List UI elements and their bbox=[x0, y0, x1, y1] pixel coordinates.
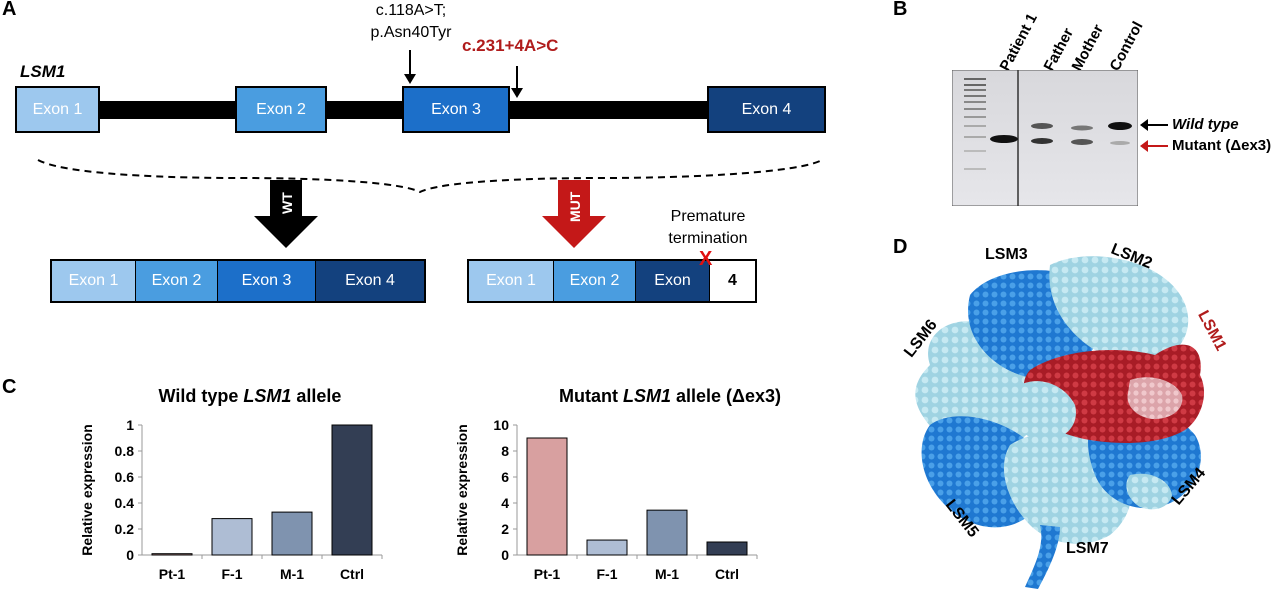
variant-1-annotation: c.118A>T; p.Asn40Tyr bbox=[370, 2, 452, 41]
x-tick-label: Ctrl bbox=[715, 566, 739, 582]
x-tick-label: Ctrl bbox=[340, 566, 364, 582]
variant-1-pointer bbox=[404, 50, 416, 84]
chart-2-title: Mutant LSM1 allele (Δex3) bbox=[559, 386, 781, 406]
ladder-lane bbox=[964, 78, 986, 170]
lsm4-lower bbox=[1126, 473, 1172, 510]
x-tick-label: Pt-1 bbox=[159, 566, 186, 582]
y-tick-label: 10 bbox=[493, 417, 509, 433]
y-tick-label: 6 bbox=[501, 469, 509, 485]
y-tick-label: 2 bbox=[501, 521, 509, 537]
x-tick-label: M-1 bbox=[655, 566, 679, 582]
gel-lane-labels: Patient 1 Father Mother Control bbox=[997, 11, 1147, 74]
splice-brace bbox=[37, 159, 823, 194]
bar-m-1 bbox=[271, 511, 313, 556]
stop-mark-icon: X bbox=[699, 248, 713, 270]
exon-2: Exon 2 bbox=[235, 86, 327, 133]
y-tick-label: 4 bbox=[501, 495, 509, 511]
band-patient-mutant bbox=[990, 135, 1018, 143]
y-axis-label: Relative expression bbox=[454, 424, 470, 556]
wt-transcript-exon-3: Exon 3 bbox=[218, 261, 316, 301]
gel-image bbox=[952, 70, 1138, 206]
bar-pt-1 bbox=[526, 437, 568, 556]
band-father-wt bbox=[1031, 123, 1053, 129]
band-father-mutant bbox=[1031, 138, 1053, 144]
y-tick-label: 0.8 bbox=[115, 443, 135, 459]
bar-ctrl bbox=[706, 541, 748, 556]
wt-transcript-exon-1: Exon 1 bbox=[52, 261, 136, 301]
y-axis-label: Relative expression bbox=[79, 424, 95, 556]
mut-transcript-exon-2: Exon 2 bbox=[554, 261, 636, 301]
premature-termination-label: Premature termination bbox=[668, 208, 748, 247]
wt-transcript-exon-2: Exon 2 bbox=[136, 261, 218, 301]
wt-transcript: Exon 1 Exon 2 Exon 3 Exon 4 bbox=[50, 259, 426, 303]
lane-label-mother: Mother bbox=[1069, 22, 1108, 74]
bar-m-1 bbox=[646, 509, 688, 556]
band-mother-wt bbox=[1071, 125, 1093, 131]
band-mother-mutant bbox=[1071, 139, 1093, 145]
exon-1: Exon 1 bbox=[15, 86, 100, 133]
lane-label-control: Control bbox=[1107, 19, 1147, 74]
panel-letter-b: B bbox=[893, 0, 908, 20]
lsm3-label: LSM3 bbox=[985, 246, 1028, 263]
wt-arrow: WT bbox=[254, 180, 318, 248]
exon-4: Exon 4 bbox=[707, 86, 826, 133]
wt-arrow-label: WT bbox=[279, 192, 295, 214]
y-tick-label: 0.6 bbox=[115, 469, 135, 485]
lsm7-tail bbox=[1025, 525, 1060, 589]
bar-f-1 bbox=[211, 518, 253, 556]
y-tick-label: 0.4 bbox=[115, 495, 135, 511]
diagram-arrows: WT MUT bbox=[37, 50, 823, 248]
wild-type-band-label: Wild type bbox=[1172, 116, 1239, 133]
y-tick-label: 0 bbox=[501, 547, 509, 563]
band-control-wt bbox=[1108, 122, 1132, 130]
x-tick-label: Pt-1 bbox=[534, 566, 561, 582]
x-tick-label: F-1 bbox=[222, 566, 243, 582]
mut-transcript-exon-4-part: Exon bbox=[636, 261, 710, 301]
chart-1-title: Wild type LSM1 allele bbox=[158, 386, 342, 406]
gel-pointers bbox=[1140, 119, 1168, 152]
y-tick-label: 8 bbox=[501, 443, 509, 459]
mut-arrow: MUT bbox=[542, 180, 606, 248]
mut-transcript: Exon 1 Exon 2 Exon 4 bbox=[467, 259, 757, 303]
variant-2-annotation: c.231+4A>C bbox=[462, 36, 559, 55]
mutant-band-label: Mutant (Δex3) bbox=[1172, 137, 1272, 154]
mut-transcript-remainder: 4 bbox=[710, 261, 755, 301]
variant-2-pointer bbox=[511, 66, 523, 98]
panel-letter-c: C bbox=[2, 376, 17, 398]
lsm1-highlight bbox=[1127, 377, 1183, 420]
lsm2-subunit bbox=[1049, 256, 1189, 361]
lane-label-patient-1: Patient 1 bbox=[997, 11, 1041, 74]
wt-transcript-exon-4: Exon 4 bbox=[316, 261, 424, 301]
panel-letter-d: D bbox=[893, 236, 908, 258]
y-tick-label: 0.2 bbox=[115, 521, 135, 537]
mut-transcript-exon-1: Exon 1 bbox=[469, 261, 554, 301]
y-tick-label: 1 bbox=[126, 417, 134, 433]
mut-arrow-label: MUT bbox=[567, 191, 583, 222]
band-control-mutant bbox=[1110, 141, 1130, 145]
center-light-region bbox=[1011, 381, 1076, 440]
lsm-complex-structure bbox=[915, 256, 1205, 589]
bar-ctrl bbox=[331, 424, 373, 556]
panel-letter-a: A bbox=[2, 0, 17, 20]
gene-name-label: LSM1 bbox=[20, 62, 66, 81]
bar-f-1 bbox=[586, 539, 628, 556]
lsm7-label: LSM7 bbox=[1066, 540, 1109, 557]
y-tick-label: 0 bbox=[126, 547, 134, 563]
bar-pt-1 bbox=[151, 553, 193, 556]
x-tick-label: F-1 bbox=[597, 566, 618, 582]
exon-3: Exon 3 bbox=[402, 86, 510, 133]
x-tick-label: M-1 bbox=[280, 566, 304, 582]
